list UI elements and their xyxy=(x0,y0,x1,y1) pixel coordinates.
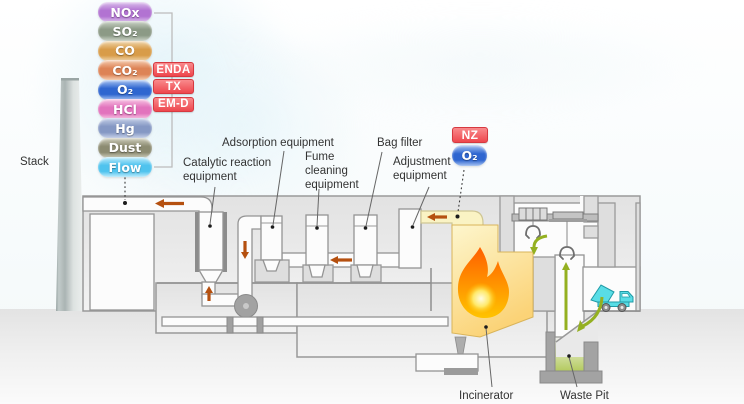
waste-flow-arrows xyxy=(530,234,604,332)
pollutant-pill-5: O₂ xyxy=(98,79,152,100)
pollutant-pill-6: HCl xyxy=(98,99,152,119)
pollutant-pill-9: Flow xyxy=(98,157,152,178)
catalytic-reaction-equipment xyxy=(195,211,227,283)
adsorption-label: Adsorption equipment xyxy=(222,137,334,149)
pollutant-pill-1: NOx xyxy=(98,2,152,22)
grab-claw-icon xyxy=(559,246,575,260)
grab-claw-icon xyxy=(525,225,541,239)
smoke-plume xyxy=(250,10,710,120)
dump-truck-icon xyxy=(590,284,634,312)
waste-pit-label: Waste Pit xyxy=(560,390,609,402)
o2-injection-pill: O₂ xyxy=(452,145,487,166)
incinerator-label: Incinerator xyxy=(459,390,514,402)
stack-label: Stack xyxy=(20,156,49,168)
fan-room xyxy=(89,213,155,311)
adjustment-equipment xyxy=(398,208,422,269)
adsorption-equipment xyxy=(254,215,290,283)
adjustment-label: Adjustment equipment xyxy=(393,156,451,183)
incinerator-group xyxy=(415,210,534,375)
pollutant-pill-4: CO₂ xyxy=(98,60,152,81)
pollutant-pill-7: Hg xyxy=(98,118,152,139)
analyzer-badge-tx: TX xyxy=(153,79,194,95)
gas-flow-arrows xyxy=(155,199,447,301)
fume-label: Fume cleaning equipment xyxy=(305,151,359,192)
bag-filter-label: Bag filter xyxy=(377,137,423,149)
fume-cleaning-equipment xyxy=(302,214,334,283)
pollutant-pill-8: Dust xyxy=(98,137,152,158)
stack xyxy=(56,78,84,311)
measurement-lines xyxy=(123,12,465,219)
treatment-equipment xyxy=(195,208,422,283)
ash-conveyor xyxy=(161,316,449,334)
analyzer-badge-enda: ENDA xyxy=(153,62,194,77)
pollutant-pill-3: CO xyxy=(98,40,152,61)
analyzer-badge-em-d: EM-D xyxy=(153,96,194,112)
catalytic-label: Catalytic reaction equipment xyxy=(183,157,272,184)
waste-pit-group xyxy=(539,310,640,384)
label-leaders xyxy=(208,150,578,388)
nz-badge: NZ xyxy=(452,127,488,143)
riser-duct xyxy=(237,215,262,303)
bag-filter xyxy=(350,214,382,283)
waste-crane xyxy=(511,207,599,260)
pollutant-pill-2: SO₂ xyxy=(98,21,152,42)
